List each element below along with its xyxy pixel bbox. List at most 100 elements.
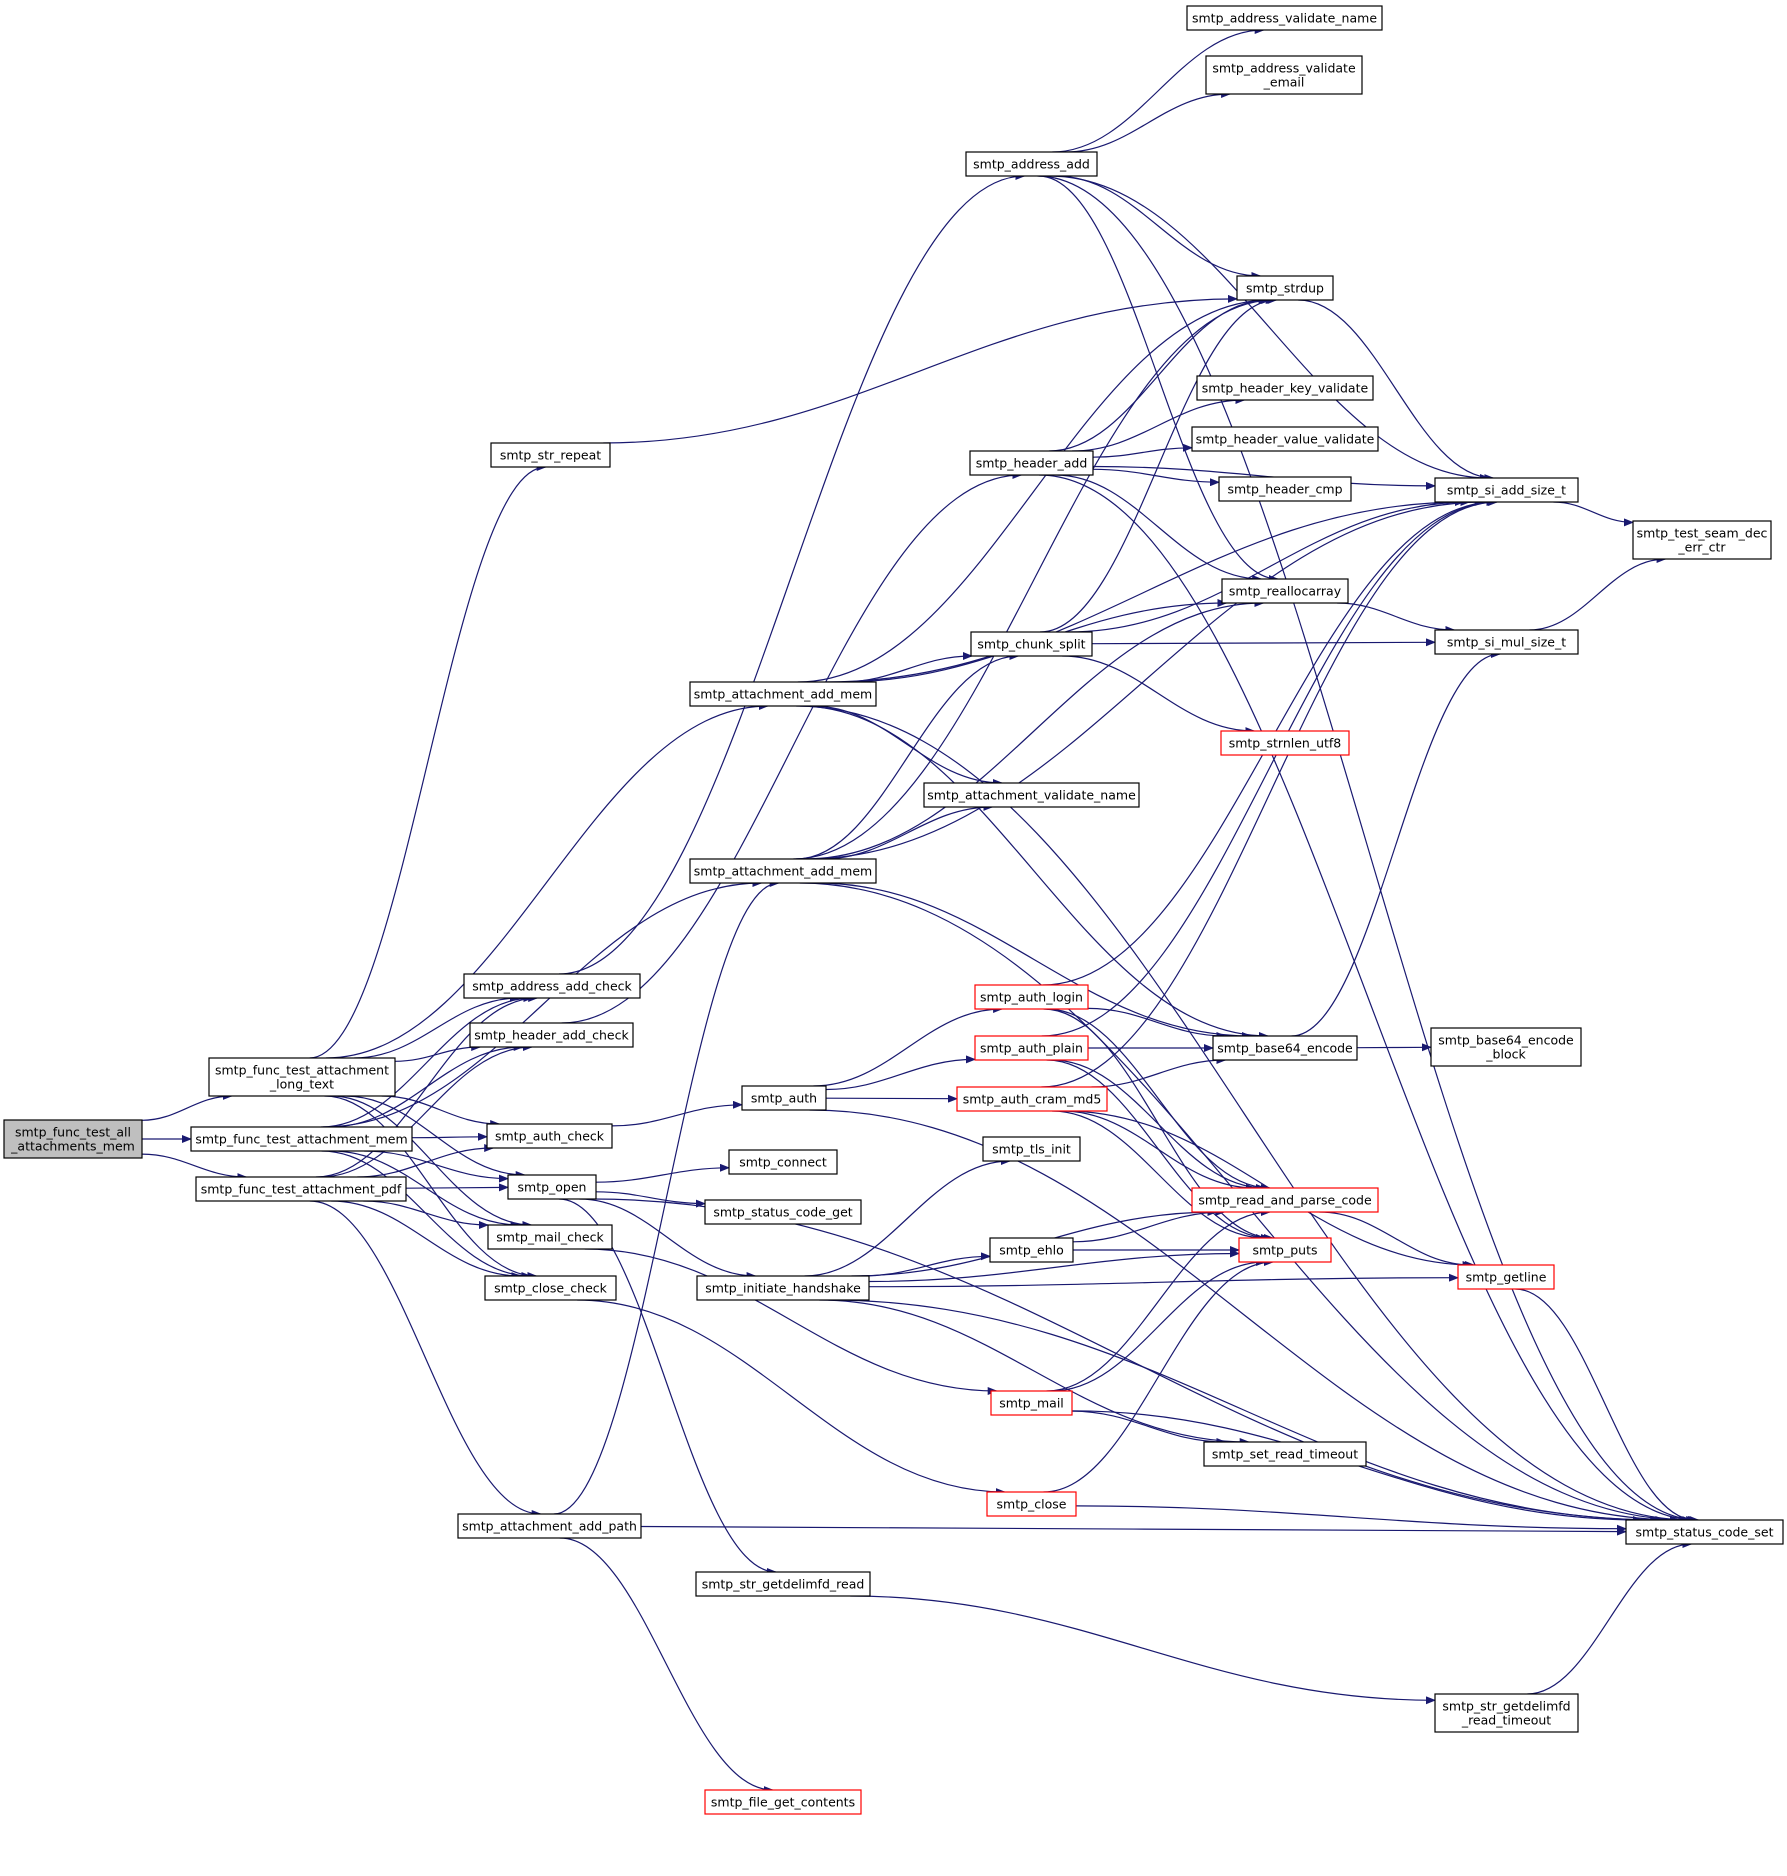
node-validate-name[interactable]: smtp_attachment_validate_name: [923, 782, 1140, 808]
node-box: [208, 1057, 396, 1097]
edge-mail-to-set-timeout: [1071, 1410, 1227, 1446]
edge-mail-to-read-parse: [1046, 1208, 1271, 1392]
node-addr-add[interactable]: smtp_address_add: [965, 151, 1098, 177]
node-box: [1625, 1519, 1784, 1545]
edge-hdr-add-to-si-add: [1092, 465, 1436, 490]
edge-addr-check-to-addr-add: [558, 172, 1026, 975]
node-box: [695, 1571, 871, 1597]
node-auth-plain[interactable]: smtp_auth_plain: [974, 1035, 1089, 1061]
node-box: [1212, 1035, 1358, 1061]
node-si-add[interactable]: smtp_si_add_size_t: [1434, 477, 1579, 503]
edge-open-to-getdelim: [558, 1198, 777, 1576]
node-auth-cram[interactable]: smtp_auth_cram_md5: [956, 1086, 1108, 1112]
node-addr-val-email[interactable]: smtp_address_validate_email: [1205, 55, 1363, 95]
node-label: smtp_address_add: [973, 157, 1090, 172]
node-close-check[interactable]: smtp_close_check: [484, 1275, 617, 1301]
edge-add-mem1-to-strdup: [797, 296, 1272, 683]
edge-ft-mem-to-addr-check: [321, 994, 534, 1128]
edge-add-mem1-to-status-set: [796, 705, 1693, 1524]
node-getdelim[interactable]: smtp_str_getdelimfd_read: [695, 1571, 871, 1597]
edge-addr-add-to-addr-val-email: [1065, 90, 1232, 153]
node-box: [1221, 578, 1349, 604]
node-auth[interactable]: smtp_auth: [741, 1085, 827, 1111]
node-label: smtp_func_test_all: [15, 1125, 131, 1140]
node-str-repeat[interactable]: smtp_str_repeat: [490, 442, 611, 468]
node-add-mem1[interactable]: smtp_attachment_add_mem: [689, 681, 877, 707]
node-ft-pdf[interactable]: smtp_func_test_attachment_pdf: [195, 1176, 407, 1202]
edge-handshake-to-tls-init: [804, 1157, 1011, 1277]
node-label: smtp_func_test_attachment: [215, 1063, 389, 1078]
node-label: smtp_str_getdelimfd: [1442, 1699, 1570, 1714]
edge-ft-pdf-to-mail-check: [363, 1200, 489, 1229]
edge-auth-plain-to-read-parse: [1051, 1059, 1266, 1192]
node-label: smtp_open: [518, 1180, 587, 1195]
node-hdr-key[interactable]: smtp_header_key_validate: [1196, 375, 1374, 401]
node-ehlo[interactable]: smtp_ehlo: [989, 1237, 1074, 1263]
node-tls-init[interactable]: smtp_tls_init: [982, 1136, 1081, 1162]
node-box: [507, 1174, 597, 1200]
node-getdelim-to[interactable]: smtp_str_getdelimfd_read_timeout: [1434, 1693, 1579, 1733]
node-connect[interactable]: smtp_connect: [728, 1149, 838, 1175]
node-label: smtp_strnlen_utf8: [1229, 736, 1342, 751]
node-addr-check[interactable]: smtp_address_add_check: [463, 973, 641, 999]
node-open[interactable]: smtp_open: [507, 1174, 597, 1200]
node-reallocarray[interactable]: smtp_reallocarray: [1221, 578, 1349, 604]
node-box: [1434, 1693, 1579, 1733]
node-box: [704, 1199, 862, 1225]
node-addr-val-name[interactable]: smtp_address_validate_name: [1186, 5, 1383, 31]
node-box: [956, 1086, 1108, 1112]
edge-close-to-status-set: [1075, 1505, 1627, 1533]
node-file-get[interactable]: smtp_file_get_contents: [704, 1789, 862, 1815]
edge-ft-pdf-to-open: [405, 1183, 509, 1192]
node-add-path[interactable]: smtp_attachment_add_path: [457, 1513, 642, 1539]
node-handshake[interactable]: smtp_initiate_handshake: [696, 1275, 870, 1301]
node-ft-mem[interactable]: smtp_func_test_attachment_mem: [190, 1126, 413, 1152]
node-close[interactable]: smtp_close: [986, 1491, 1077, 1517]
node-label: smtp_close_check: [494, 1281, 608, 1296]
node-seam[interactable]: smtp_test_seam_dec_err_ctr: [1632, 520, 1772, 560]
node-root[interactable]: smtp_func_test_all_attachments_mem: [3, 1119, 143, 1159]
node-auth-check[interactable]: smtp_auth_check: [486, 1123, 613, 1149]
node-box: [1186, 5, 1383, 31]
node-label: smtp_mail: [999, 1396, 1064, 1411]
edge-auth-to-status-set: [809, 1109, 1680, 1524]
node-set-timeout[interactable]: smtp_set_read_timeout: [1203, 1441, 1367, 1467]
node-ft-long[interactable]: smtp_func_test_attachment_long_text: [208, 1057, 396, 1097]
node-hdr-val[interactable]: smtp_header_value_validate: [1191, 426, 1379, 452]
node-hdr-cmp[interactable]: smtp_header_cmp: [1218, 476, 1352, 502]
node-b64-block[interactable]: smtp_base64_encode_block: [1430, 1027, 1582, 1067]
node-hdr-add[interactable]: smtp_header_add: [969, 450, 1094, 476]
node-mail-check[interactable]: smtp_mail_check: [487, 1224, 613, 1250]
node-box: [1632, 520, 1772, 560]
node-si-mul[interactable]: smtp_si_mul_size_t: [1434, 629, 1579, 655]
node-mail[interactable]: smtp_mail: [990, 1390, 1073, 1416]
node-getline[interactable]: smtp_getline: [1457, 1264, 1555, 1290]
node-label: smtp_attachment_add_mem: [694, 864, 872, 879]
edge-ft-long-to-open: [345, 1095, 526, 1179]
node-read-parse[interactable]: smtp_read_and_parse_code: [1191, 1187, 1379, 1213]
edge-open-to-status-set: [592, 1198, 1666, 1524]
node-auth-login[interactable]: smtp_auth_login: [974, 984, 1089, 1010]
node-status-set[interactable]: smtp_status_code_set: [1625, 1519, 1784, 1545]
node-label: smtp_auth: [751, 1091, 817, 1106]
node-label: smtp_ehlo: [999, 1243, 1064, 1258]
node-hdr-check[interactable]: smtp_header_add_check: [469, 1022, 634, 1048]
edge-auth-check-to-auth: [611, 1100, 743, 1127]
edge-ft-mem-to-auth-check: [411, 1132, 488, 1141]
node-chunk-split[interactable]: smtp_chunk_split: [970, 631, 1093, 657]
edge-root-to-ft-pdf: [141, 1153, 248, 1181]
node-add-mem2[interactable]: smtp_attachment_add_mem: [689, 858, 877, 884]
edge-auth-login-to-b64: [1087, 1007, 1227, 1040]
node-strnlen[interactable]: smtp_strnlen_utf8: [1220, 730, 1350, 756]
edge-ft-long-to-addr-check: [354, 994, 520, 1059]
node-label: smtp_base64_encode: [1438, 1033, 1574, 1048]
node-b64[interactable]: smtp_base64_encode: [1212, 1035, 1358, 1061]
node-label: smtp_strdup: [1246, 281, 1324, 296]
node-puts[interactable]: smtp_puts: [1238, 1237, 1332, 1263]
edge-strdup-to-si-add: [1298, 299, 1495, 482]
node-status-get[interactable]: smtp_status_code_get: [704, 1199, 862, 1225]
edge-ft-pdf-to-close-check: [331, 1200, 522, 1280]
node-strdup[interactable]: smtp_strdup: [1236, 275, 1334, 301]
edge-auth-to-auth-cram: [825, 1094, 958, 1103]
node-box: [463, 973, 641, 999]
